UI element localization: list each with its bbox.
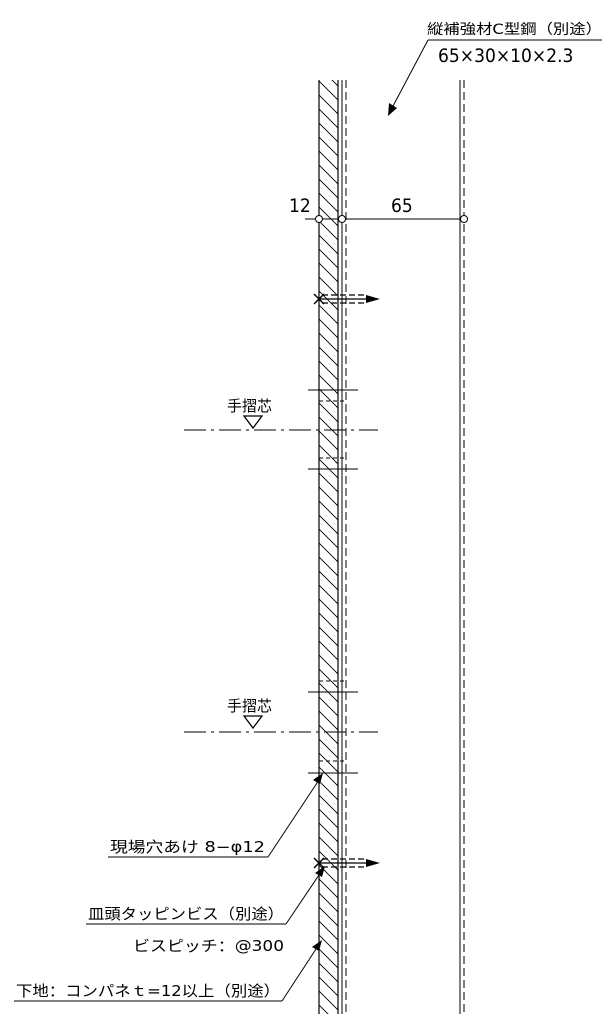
tapping-screw-upper [313, 293, 380, 305]
field-hole-label: 現場穴あけ 8−φ12 [110, 838, 265, 856]
handrail-center-label-upper: 手摺芯 [227, 397, 272, 415]
handrail-center-lower: 手摺芯 [184, 680, 378, 774]
reinforcement-name-label: 縦補強材C型鋼（別途） [427, 21, 602, 38]
dimension-line: 12 65 [289, 195, 468, 223]
reinforcement-callout: 縦補強材C型鋼（別途） 65×30×10×2.3 [388, 21, 602, 116]
c-channel-left-flange [341, 80, 347, 1014]
handrail-center-label-lower: 手摺芯 [227, 697, 272, 715]
handrail-center-upper: 手摺芯 [184, 389, 378, 470]
substrate-callout: 下地：コンパネｔ=12以上（別途） [14, 940, 322, 1002]
plywood-substrate [318, 80, 339, 1014]
substrate-label: 下地：コンパネｔ=12以上（別途） [16, 982, 280, 1000]
field-hole-callout: 現場穴あけ 8−φ12 [108, 773, 323, 858]
screw-label: 皿頭タッピンビス（別途） [88, 905, 284, 923]
screw-pitch-label: ビスピッチ：@300 [133, 937, 284, 955]
panel-thickness-dimension: 12 [289, 195, 311, 217]
channel-depth-dimension: 65 [391, 195, 413, 217]
tapping-screw-lower [313, 857, 380, 869]
c-channel-right-flange [459, 80, 465, 1014]
screw-callout: 皿頭タッピンビス（別途） ビスピッチ：@300 [86, 866, 325, 955]
reinforcement-size-label: 65×30×10×2.3 [438, 45, 573, 67]
